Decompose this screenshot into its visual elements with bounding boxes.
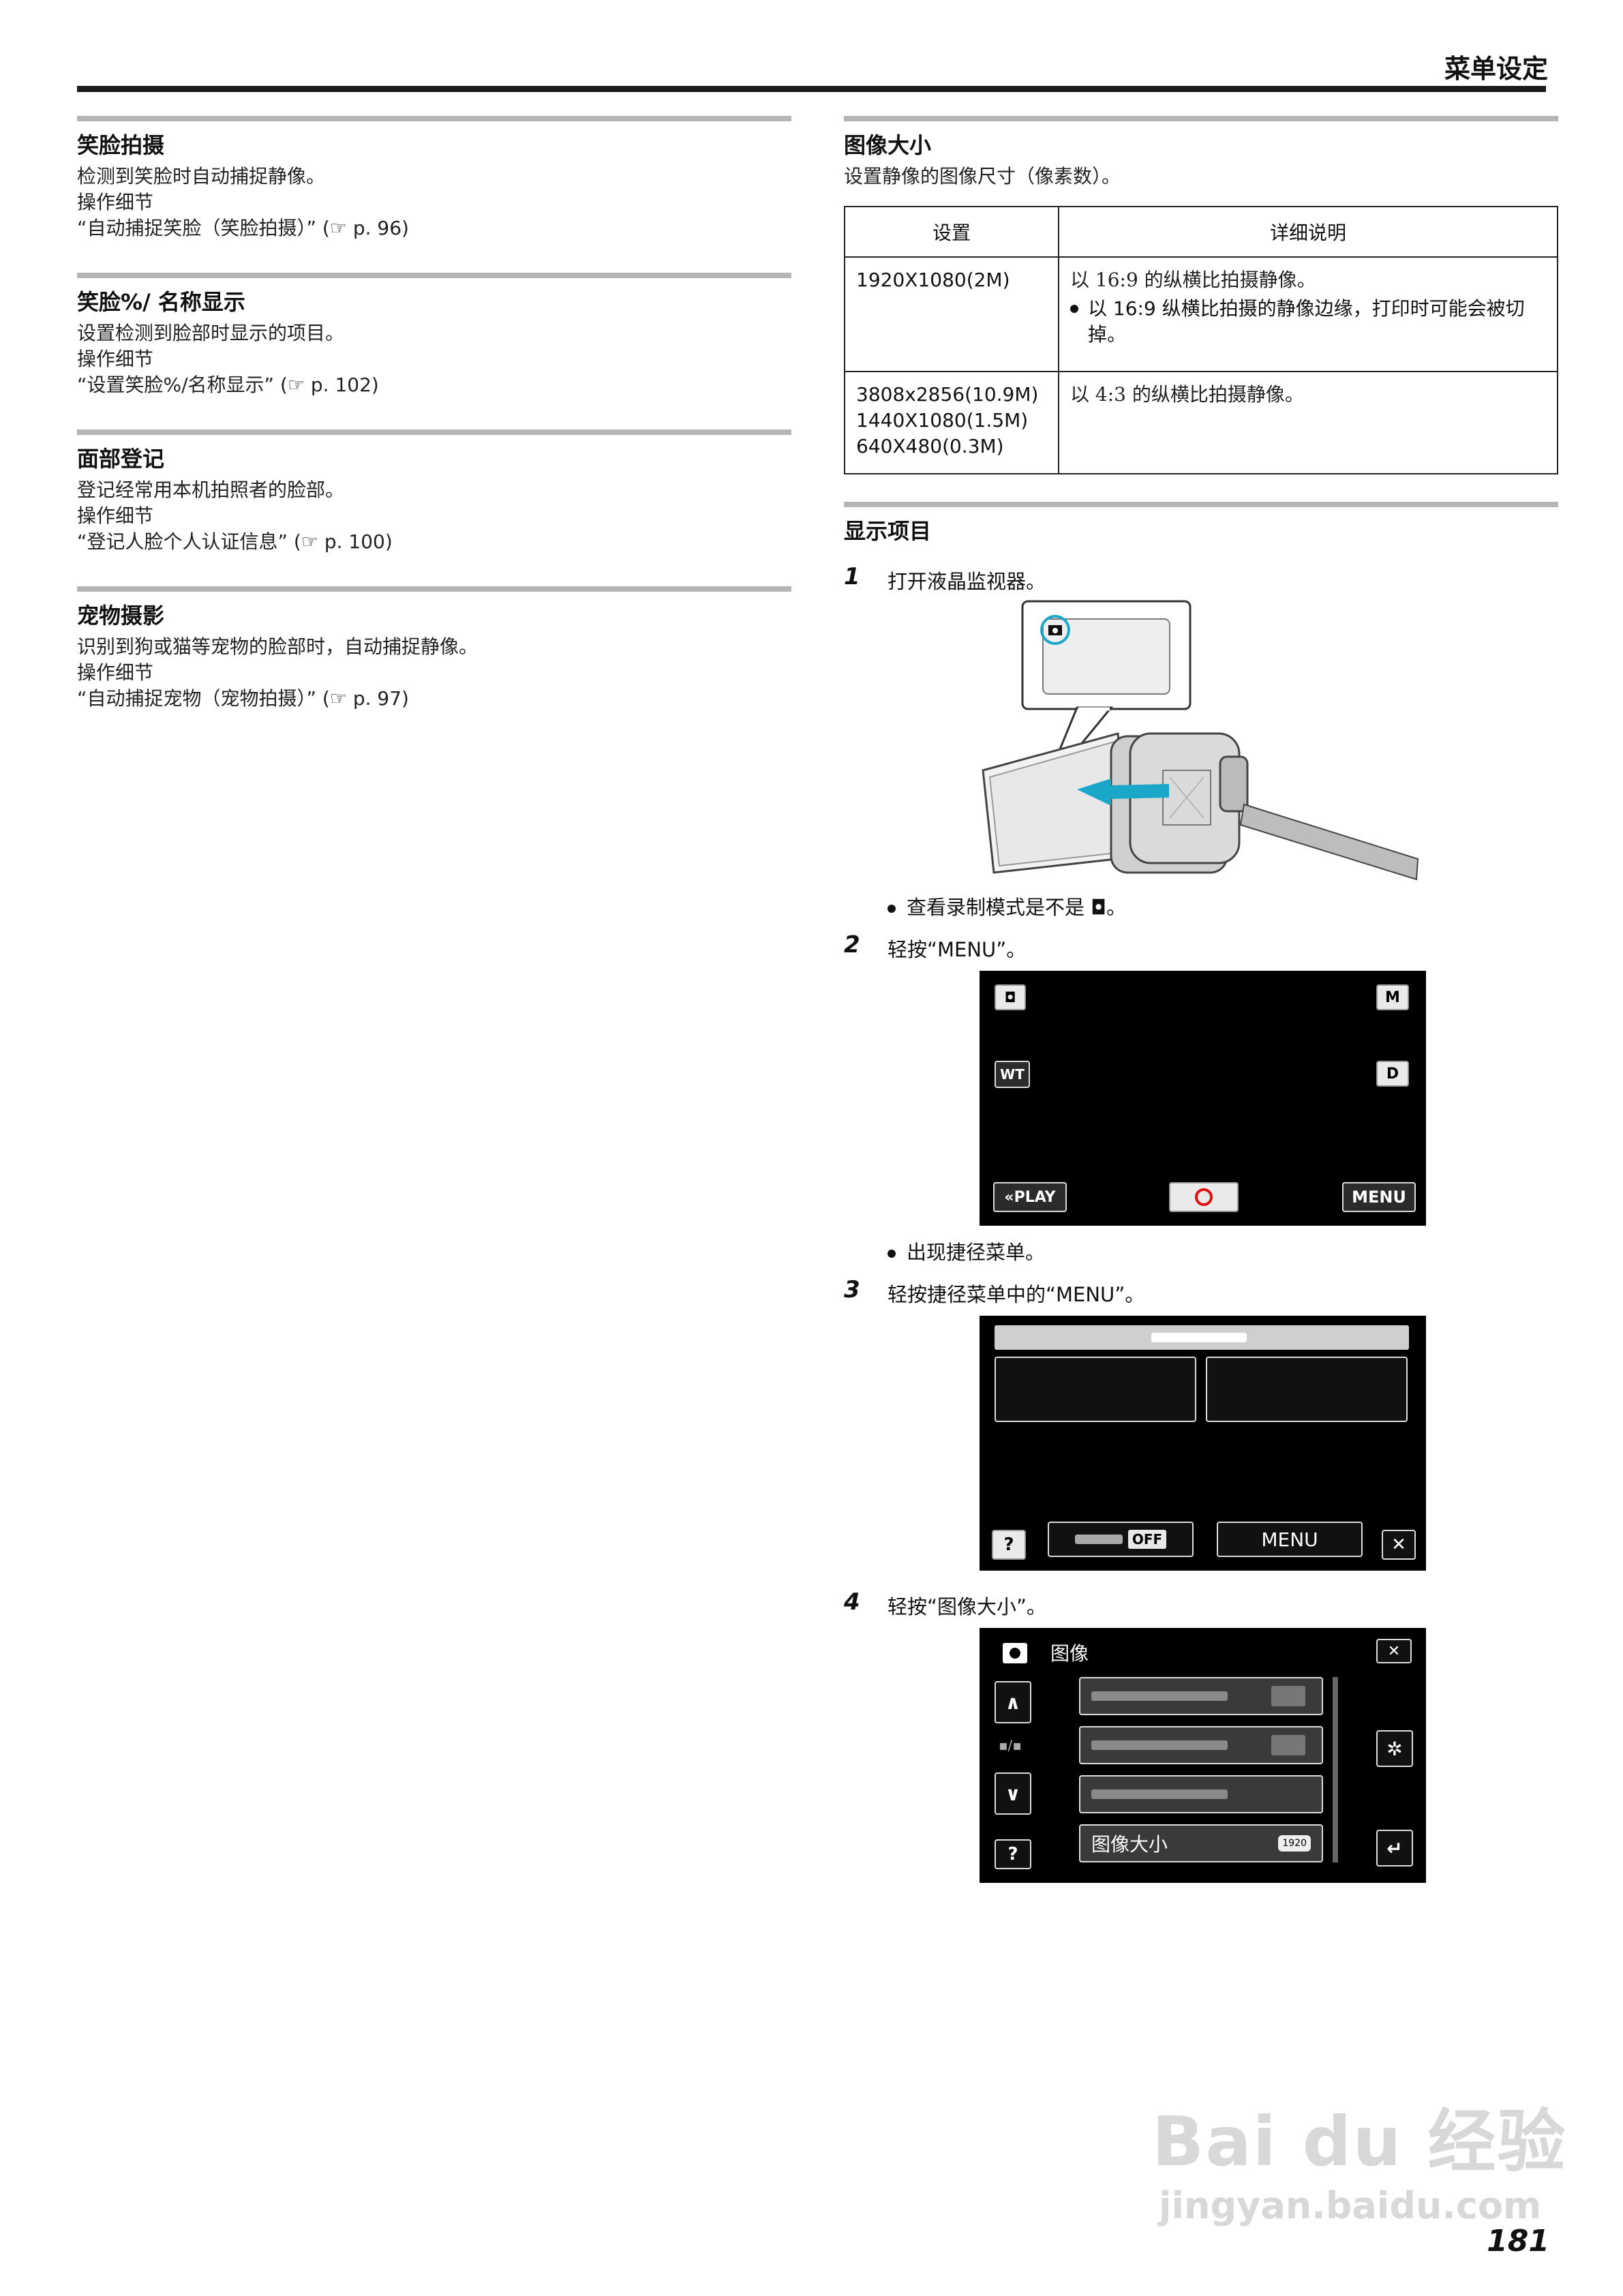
table-header: 详细说明 bbox=[1058, 206, 1558, 258]
table-cell: 以 4:3 的纵横比拍摄静像。 bbox=[1058, 371, 1558, 474]
page-reference-link[interactable]: “设置笑脸%/名称显示” (☞ p. 102) bbox=[77, 374, 379, 396]
page-indicator: ▪/▪ bbox=[999, 1737, 1022, 1753]
manual-mode-button[interactable]: M bbox=[1376, 984, 1409, 1010]
section-divider bbox=[77, 116, 791, 121]
step-text: 打开液晶监视器。 bbox=[888, 570, 1046, 593]
section-title: 笑脸%/ 名称显示 bbox=[77, 289, 245, 315]
help-button[interactable]: ? bbox=[995, 1839, 1031, 1869]
section-divider bbox=[77, 273, 791, 278]
scrollbar[interactable] bbox=[1333, 1677, 1338, 1862]
camera-screen-recording: ◘ M WT D «PLAY MENU bbox=[980, 971, 1426, 1226]
bullet-icon bbox=[1070, 305, 1078, 313]
section-divider bbox=[77, 429, 791, 435]
page-number: 181 bbox=[1487, 2224, 1549, 2259]
step-number: 4 bbox=[844, 1588, 860, 1616]
baidu-watermark-url: jingyan.baidu.com bbox=[1159, 2184, 1542, 2227]
section-description: 检测到笑脸时自动捕捉静像。 操作细节 “自动捕捉笑脸（笑脸拍摄）” (☞ p. … bbox=[77, 164, 409, 241]
table-cell: 以 16:9 的纵横比拍摄静像。 以 16:9 纵横比拍摄的静像边缘，打印时可能… bbox=[1058, 256, 1558, 372]
shortcut-option-left[interactable] bbox=[995, 1357, 1196, 1422]
display-button[interactable]: D bbox=[1376, 1061, 1409, 1087]
shortcut-menu-title-bar bbox=[995, 1325, 1409, 1350]
section-title: 宠物摄影 bbox=[77, 603, 165, 629]
table-cell: 1920X1080(2M) bbox=[844, 256, 1059, 372]
toggle-off-button[interactable]: OFF bbox=[1048, 1522, 1194, 1557]
camera-mode-icon[interactable]: ◘ bbox=[995, 984, 1026, 1010]
section-title: 显示项目 bbox=[844, 518, 932, 544]
menu-item-label: 图像大小 bbox=[1091, 1833, 1168, 1856]
page-reference-link[interactable]: “登记人脸个人认证信息” (☞ p. 100) bbox=[77, 530, 393, 553]
section-divider bbox=[77, 586, 791, 592]
image-size-badge-icon: 1920 bbox=[1278, 1835, 1311, 1852]
baidu-watermark-logo: Bai du 经验 bbox=[1152, 2102, 1567, 2181]
section-description: 识别到狗或猫等宠物的脸部时，自动捕捉静像。 操作细节 “自动捕捉宠物（宠物拍摄）… bbox=[77, 634, 478, 712]
table-note: 以 16:9 纵横比拍摄的静像边缘，打印时可能会被切掉。 bbox=[1088, 297, 1525, 346]
step-text: 轻按“MENU”。 bbox=[888, 938, 1027, 961]
step-number: 3 bbox=[844, 1276, 860, 1303]
step-text: 轻按捷径菜单中的“MENU”。 bbox=[888, 1283, 1145, 1306]
help-button[interactable]: ? bbox=[992, 1530, 1026, 1560]
camcorder-illustration bbox=[982, 600, 1419, 881]
section-title: 图像大小 bbox=[844, 132, 932, 158]
close-button[interactable]: ✕ bbox=[1382, 1530, 1416, 1560]
scroll-up-button[interactable]: ∧ bbox=[995, 1681, 1031, 1723]
image-size-table: 设置 详细说明 1920X1080(2M) 以 16:9 的纵横比拍摄静像。 以… bbox=[844, 206, 1558, 474]
settings-gear-icon[interactable]: ✲ bbox=[1376, 1730, 1413, 1767]
page-reference-link[interactable]: “自动捕捉宠物（宠物拍摄）” (☞ p. 97) bbox=[77, 687, 409, 710]
bullet-icon bbox=[888, 905, 896, 913]
page-reference-link[interactable]: “自动捕捉笑脸（笑脸拍摄）” (☞ p. 96) bbox=[77, 217, 409, 239]
menu-item-blurred[interactable] bbox=[1079, 1677, 1323, 1715]
play-button[interactable]: «PLAY bbox=[993, 1182, 1067, 1212]
table-cell: 3808x2856(10.9M) 1440X1080(1.5M) 640X480… bbox=[844, 371, 1059, 474]
camera-screen-shortcut-menu: ? OFF MENU ✕ bbox=[980, 1316, 1426, 1571]
step-number: 1 bbox=[844, 563, 860, 590]
step-text: 轻按“图像大小”。 bbox=[888, 1595, 1047, 1618]
section-description: 设置静像的图像尺寸（像素数）。 bbox=[844, 165, 1121, 187]
section-description: 登记经常用本机拍照者的脸部。 操作细节 “登记人脸个人认证信息” (☞ p. 1… bbox=[77, 477, 393, 555]
shortcut-option-right[interactable] bbox=[1206, 1357, 1408, 1422]
zoom-wt-button[interactable]: WT bbox=[995, 1061, 1030, 1088]
table-row: 3808x2856(10.9M) 1440X1080(1.5M) 640X480… bbox=[844, 371, 1558, 474]
step-number: 2 bbox=[844, 931, 860, 958]
menu-item-blurred[interactable] bbox=[1079, 1726, 1323, 1764]
table-header-row: 设置 详细说明 bbox=[844, 206, 1558, 258]
back-button[interactable]: ↵ bbox=[1376, 1830, 1413, 1867]
record-icon bbox=[1195, 1188, 1213, 1206]
table-row: 1920X1080(2M) 以 16:9 的纵横比拍摄静像。 以 16:9 纵横… bbox=[844, 256, 1558, 372]
menu-button[interactable]: MENU bbox=[1342, 1182, 1416, 1212]
step-bullet: 查看录制模式是不是 ◘。 bbox=[888, 892, 1126, 920]
page-header-title: 菜单设定 bbox=[1444, 54, 1548, 84]
camera-icon bbox=[1003, 1643, 1027, 1663]
highlight-circle bbox=[1040, 615, 1070, 645]
close-button[interactable]: ✕ bbox=[1376, 1639, 1412, 1663]
section-title: 面部登记 bbox=[77, 446, 165, 472]
off-badge: OFF bbox=[1127, 1530, 1167, 1549]
menu-item-image-size[interactable]: 图像大小 1920 bbox=[1079, 1824, 1323, 1862]
scroll-down-button[interactable]: ∨ bbox=[995, 1772, 1031, 1815]
record-button[interactable] bbox=[1169, 1182, 1239, 1212]
full-menu-button[interactable]: MENU bbox=[1217, 1522, 1363, 1557]
step-bullet: 出现捷径菜单。 bbox=[888, 1237, 1045, 1265]
section-title: 笑脸拍摄 bbox=[77, 132, 165, 158]
header-rule bbox=[77, 86, 1546, 92]
table-header: 设置 bbox=[844, 206, 1059, 258]
menu-item-blurred[interactable] bbox=[1079, 1775, 1323, 1813]
menu-title: 图像 bbox=[1050, 1642, 1089, 1665]
bullet-icon bbox=[888, 1250, 896, 1258]
camera-screen-image-menu: 图像 ✕ ∧ ▪/▪ ∨ ? 图像大小 1920 ✲ ↵ bbox=[980, 1628, 1426, 1883]
section-description: 设置检测到脸部时显示的项目。 操作细节 “设置笑脸%/名称显示” (☞ p. 1… bbox=[77, 320, 379, 398]
section-divider bbox=[844, 502, 1558, 507]
section-divider bbox=[844, 116, 1558, 121]
